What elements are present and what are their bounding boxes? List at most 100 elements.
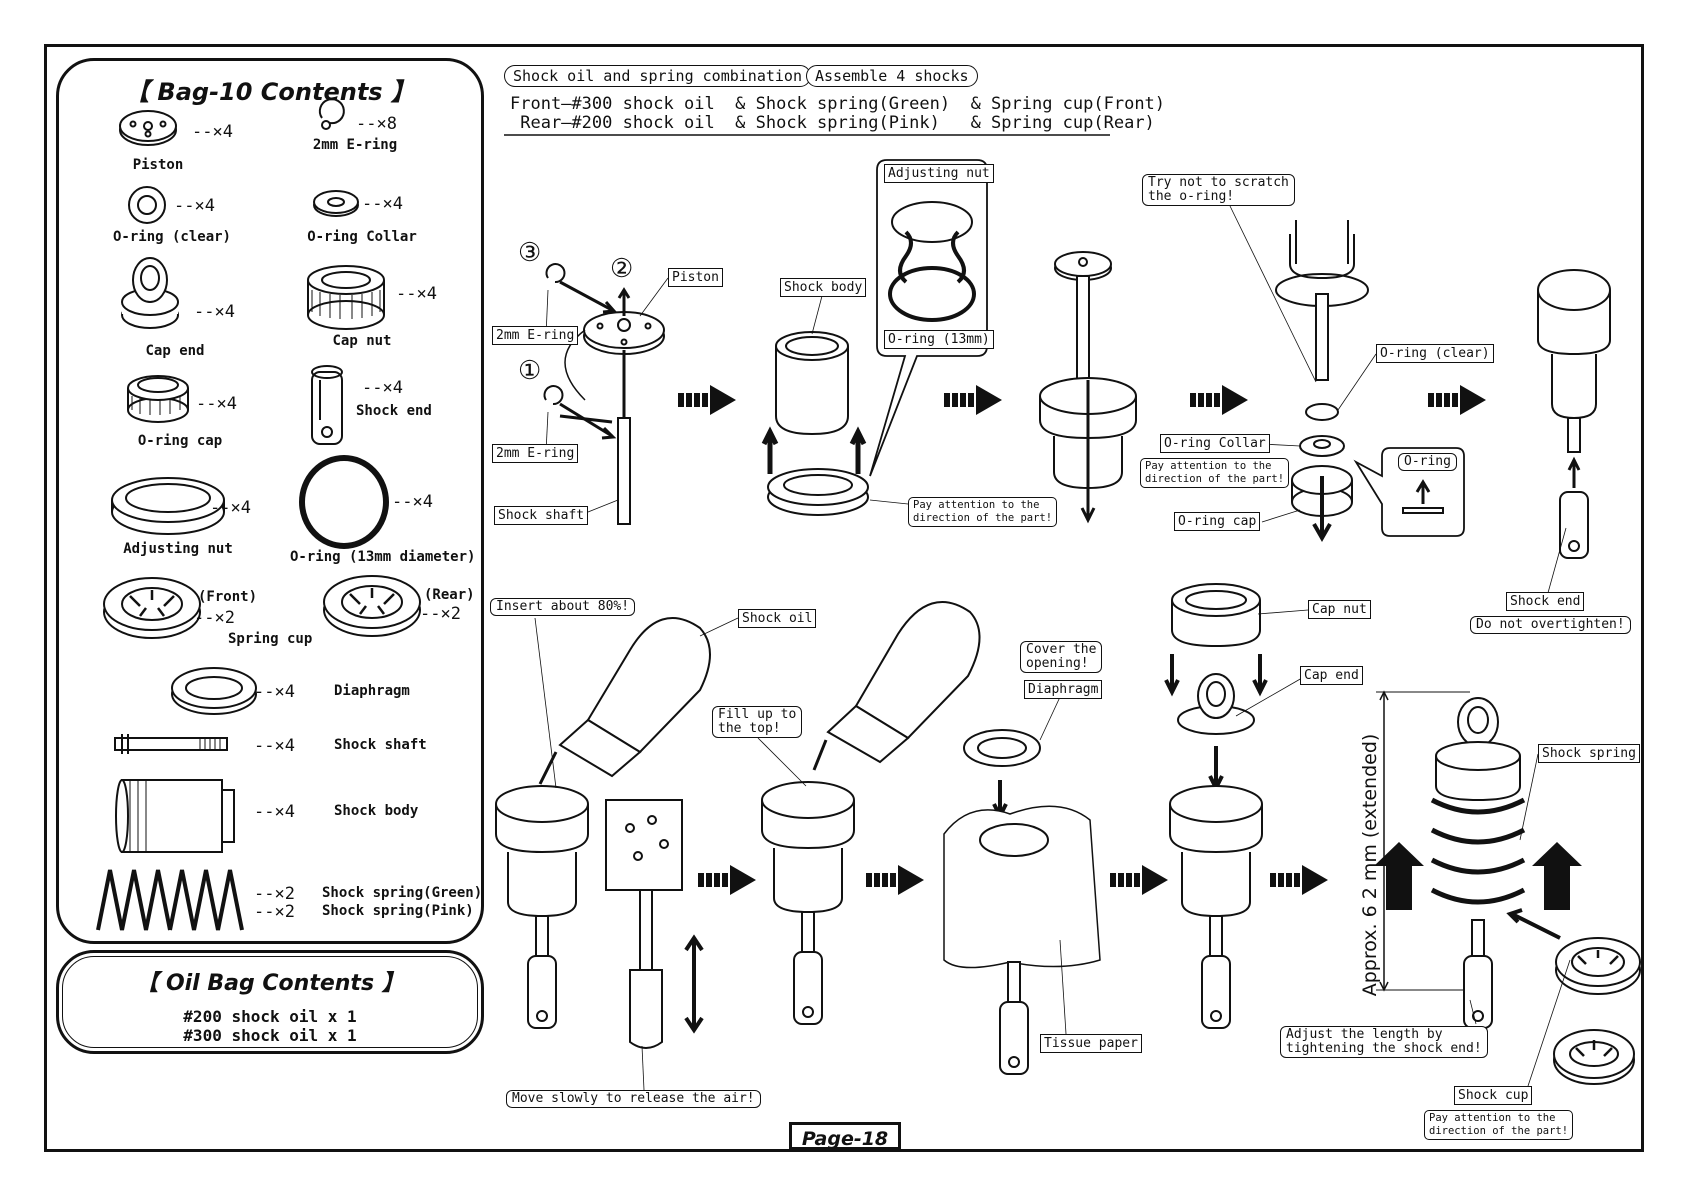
- tissue-paper-illustration: [943, 805, 1101, 969]
- spring-cup-rear-qty: --×2: [420, 604, 461, 624]
- step-arrow-2: [944, 385, 1002, 415]
- note-do-not-overtighten: Do not overtighten!: [1470, 616, 1631, 634]
- shock-body-icon: [121, 779, 223, 853]
- part-label-shock-shaft: Shock shaft: [334, 737, 427, 753]
- shock-body-open-illustration: [1169, 785, 1263, 823]
- spring-cup-rear-label: (Rear): [424, 587, 475, 603]
- label-shock-body: Shock body: [780, 278, 867, 297]
- shock-shaft-illustration: [617, 417, 631, 525]
- part-qty-e-ring: --×8: [356, 114, 397, 134]
- step-arrow-row2-2: [866, 865, 924, 895]
- part-label-piston: Piston: [132, 157, 184, 173]
- part-qty-o-ring-collar: --×4: [362, 194, 403, 214]
- label-cap-end: Cap end: [1300, 666, 1363, 685]
- label-e-ring-bottom: 2mm E-ring: [492, 444, 579, 463]
- page-frame: [44, 44, 1644, 1152]
- e-ring-bottom-illustration: [543, 385, 564, 406]
- label-cap-nut: Cap nut: [1308, 600, 1371, 619]
- shock-spring-green-icon: [96, 869, 172, 931]
- note-try-not-scratch: Try not to scratch the o-ring!: [1142, 174, 1295, 206]
- part-label-adjusting-nut: Adjusting nut: [123, 541, 233, 557]
- step-number-2: ②: [610, 254, 634, 284]
- part-qty-o-ring-cap: --×4: [196, 394, 237, 414]
- part-label-e-ring: 2mm E-ring: [312, 137, 398, 153]
- part-qty-cap-nut: --×4: [396, 284, 437, 304]
- spring-cup-front-label: (Front): [198, 589, 258, 605]
- part-label-cap-end: Cap end: [145, 343, 205, 359]
- part-qty-shock-spring-green: --×2: [254, 884, 295, 904]
- body-inverted-illustration: [1289, 234, 1355, 280]
- part-qty-cap-end: --×4: [194, 302, 235, 322]
- step-arrow-row2-1: [698, 865, 756, 895]
- part-label-shock-spring-green: Shock spring(Green): [322, 885, 483, 901]
- shock-spring-illustration: [1430, 797, 1526, 905]
- note-adjust-length: Adjust the length by tightening the shoc…: [1280, 1026, 1488, 1058]
- front-combination-line: Front—#300 shock oil & Shock spring(Gree…: [510, 94, 1166, 114]
- label-tissue-paper: Tissue paper: [1040, 1034, 1142, 1053]
- o-ring-clear-illustration: [1305, 403, 1339, 421]
- shock-body-filling-illustration: [495, 785, 589, 823]
- step-number-1: ①: [518, 356, 542, 386]
- part-label-o-ring-13mm: O-ring (13mm diameter): [290, 549, 476, 565]
- label-shock-oil: Shock oil: [738, 609, 817, 628]
- complete-shock-illustration: [1457, 697, 1499, 747]
- bag10-panel: [56, 58, 484, 944]
- part-qty-shock-spring-pink: --×2: [254, 902, 295, 922]
- note-pay-attention-collar: Pay attention to the direction of the pa…: [1140, 458, 1290, 488]
- cutaway-shock-illustration: [605, 799, 683, 891]
- step-arrow-3: [1190, 385, 1248, 415]
- rear-combination-line: Rear—#200 shock oil & Shock spring(Pink)…: [510, 113, 1155, 133]
- step-number-3: ③: [518, 238, 542, 268]
- note-insert-80: Insert about 80%!: [490, 598, 636, 616]
- note-fill-top: Fill up to the top!: [712, 706, 803, 738]
- step-arrow-row2-3: [1110, 865, 1168, 895]
- label-shock-end: Shock end: [1506, 592, 1585, 611]
- shock-body-full-illustration: [761, 781, 855, 819]
- shock-shaft-icon: [114, 737, 228, 751]
- shock-end-illustration: [1559, 491, 1589, 559]
- label-adjusting-nut: Adjusting nut: [884, 164, 994, 183]
- note-pay-attention-adjusting-nut: Pay attention to the direction of the pa…: [908, 497, 1058, 527]
- oil-bag-item-200: #200 shock oil x 1: [183, 1007, 357, 1026]
- label-o-ring-clear: O-ring (clear): [1376, 344, 1494, 363]
- part-qty-o-ring-clear: --×4: [174, 196, 215, 216]
- part-qty-shock-end: --×4: [362, 378, 403, 398]
- part-label-cap-nut: Cap nut: [332, 333, 392, 349]
- part-qty-o-ring-13mm: --×4: [392, 492, 433, 512]
- shock-spring-pink-icon: [168, 869, 244, 931]
- part-qty-adjusting-nut: --×4: [210, 498, 251, 518]
- part-label-shock-body: Shock body: [334, 803, 419, 819]
- note-move-slowly: Move slowly to release the air!: [506, 1090, 761, 1108]
- part-qty-shock-body: --×4: [254, 802, 295, 822]
- label-o-ring-inset: O-ring: [1398, 453, 1457, 471]
- note-pay-attention-shock-cup: Pay attention to the direction of the pa…: [1424, 1110, 1574, 1140]
- part-label-o-ring-cap: O-ring cap: [137, 433, 223, 449]
- pill-assemble: Assemble 4 shocks: [806, 65, 978, 87]
- part-label-spring-cup: Spring cup: [228, 631, 313, 647]
- label-approx-length: Approx. 6 2 mm (extended): [1359, 733, 1381, 997]
- label-shock-cup: Shock cup: [1454, 1086, 1533, 1105]
- label-shock-shaft: Shock shaft: [494, 506, 589, 525]
- part-qty-piston: --×4: [192, 122, 233, 142]
- page-number: Page-18: [789, 1122, 901, 1150]
- part-label-o-ring-collar: O-ring Collar: [307, 229, 417, 245]
- bag10-title: 【 Bag-10 Contents 】: [125, 78, 415, 106]
- step-arrow-1: [678, 385, 736, 415]
- shock-upside-illustration: [1537, 269, 1611, 311]
- e-ring-icon: [318, 98, 345, 125]
- oil-bottle-2-illustration: [812, 601, 981, 771]
- label-o-ring-collar: O-ring Collar: [1160, 434, 1270, 453]
- step-arrow-row2-4: [1270, 865, 1328, 895]
- o-ring-13mm-detail: [888, 266, 976, 322]
- part-qty-shock-shaft: --×4: [254, 736, 295, 756]
- label-piston: Piston: [668, 268, 723, 287]
- label-diaphragm: Diaphragm: [1024, 680, 1103, 699]
- oil-bag-item-300: #300 shock oil x 1: [183, 1026, 357, 1045]
- oil-bottle-1-illustration: [538, 617, 711, 785]
- label-shock-spring: Shock spring: [1538, 744, 1640, 763]
- label-o-ring-cap: O-ring cap: [1174, 512, 1261, 531]
- part-qty-diaphragm: --×4: [254, 682, 295, 702]
- note-cover-opening: Cover the opening!: [1020, 641, 1103, 673]
- spring-cup-front-qty: --×2: [194, 608, 235, 628]
